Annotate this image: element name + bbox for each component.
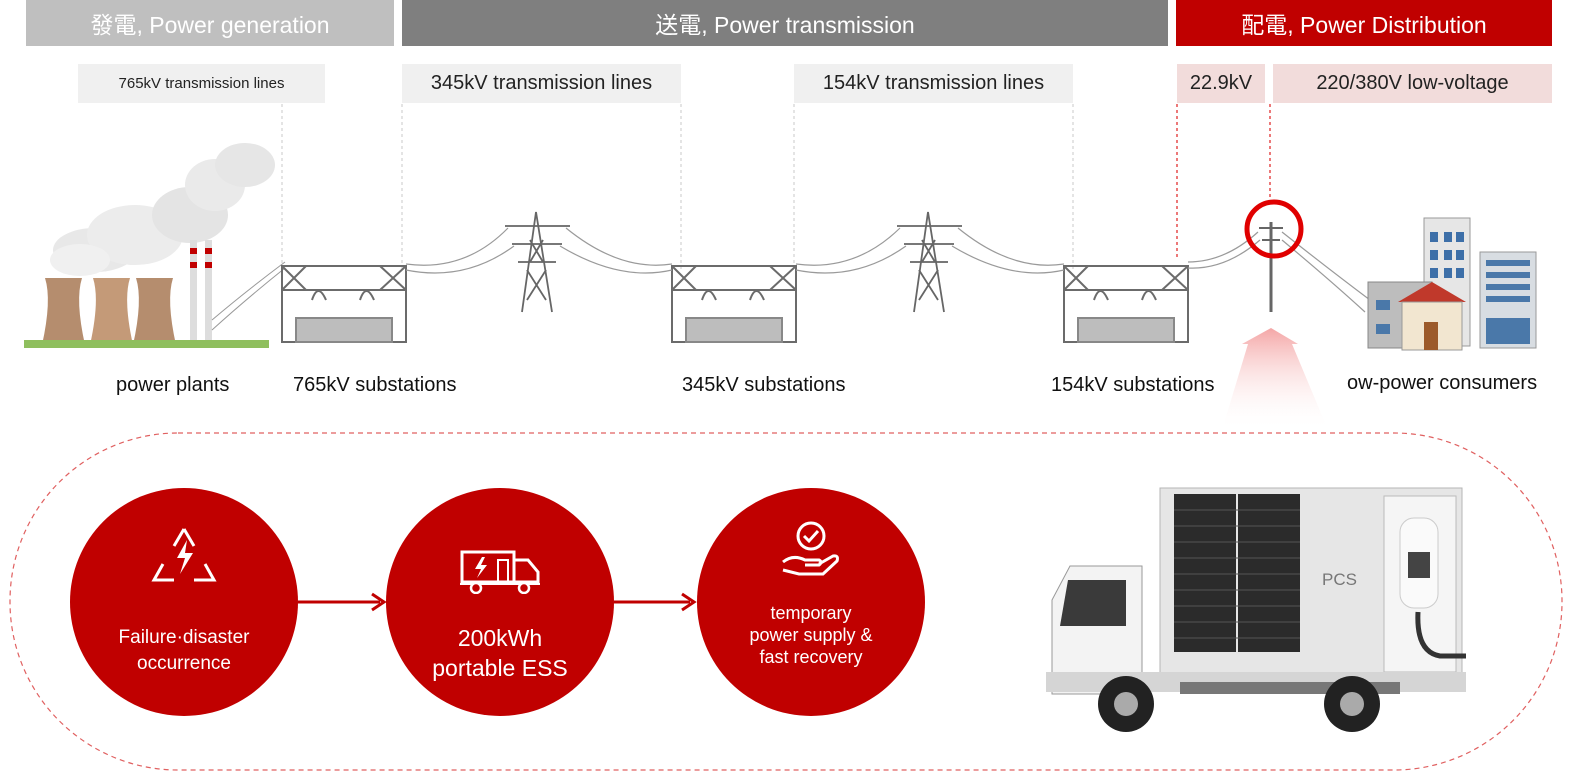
tag-154kv-lines: 154kV transmission lines [794,64,1073,103]
tag-345kv-lines: 345kV transmission lines [402,64,681,103]
warning-lightning-icon [151,528,217,582]
hand-check-icon [782,521,839,576]
step-failure-disaster: Failure·disaster occurrence [70,488,298,716]
step2-line2: portable ESS [432,655,568,681]
tag-765kv-lines: 765kV transmission lines [78,64,325,103]
label-power-plants: power plants [116,374,230,396]
substation-765-icon [281,265,407,343]
header-power-generation: 發電, Power generation [26,0,394,46]
step1-line1: Failure·disaster [118,627,250,648]
step3-line3: fast recovery [759,647,863,667]
step3-line2: power supply & [749,625,873,645]
step2-line1: 200kWh [457,625,543,651]
label-345kv-substations: 345kV substations [682,374,846,396]
power-plant-icon [24,143,286,348]
label-765kv-substations: 765kV substations [293,374,457,396]
utility-pole-icon [1244,199,1304,312]
transmission-tower-icon [505,211,570,313]
step-recovery: temporary power supply & fast recovery [697,488,925,716]
process-arrow [298,592,697,612]
label-154kv-substations: 154kV substations [1051,374,1215,396]
ess-truck-illustration [1046,487,1466,732]
step3-line1: temporary [770,603,852,623]
substation-345-icon [671,265,797,343]
header-power-distribution: 配電, Power Distribution [1176,0,1552,46]
truck-pcs-label: PCS [1322,570,1357,589]
transmission-tower-icon [897,211,962,313]
process-container [9,432,1563,771]
step-portable-ess: 200kWh portable ESS [386,488,614,716]
consumer-buildings-icon [1367,217,1537,351]
ess-truck-icon [460,550,540,594]
callout-arrow [1222,328,1328,430]
step1-line2: occurrence [137,653,231,674]
label-consumers: ow-power consumers [1347,372,1538,394]
substation-154-icon [1063,265,1189,343]
header-power-transmission: 送電, Power transmission [402,0,1168,46]
tag-low-voltage: 220/380V low-voltage [1273,64,1552,103]
tag-22-9kv: 22.9kV [1177,64,1265,103]
